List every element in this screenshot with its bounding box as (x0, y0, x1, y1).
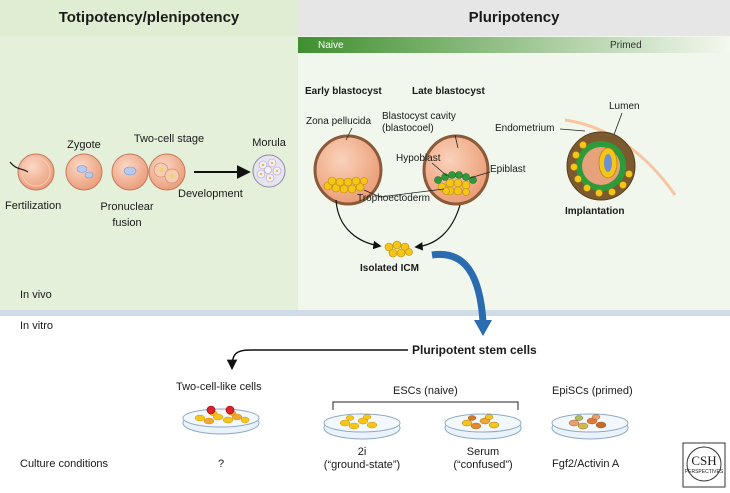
in-vivo-in-vitro-divider (0, 310, 730, 316)
unknown-condition-label: ? (217, 458, 225, 470)
two-cell-like-label: Two-cell-like cells (176, 381, 262, 393)
episcs-label: EpiSCs (primed) (552, 385, 633, 397)
pluripotency-header-bar (298, 0, 730, 36)
epiblast-label: Epiblast (490, 164, 526, 175)
naive-label: Naive (318, 40, 344, 51)
early-blastocyst-label: Early blastocyst (305, 86, 382, 97)
esc-bracket (332, 401, 519, 410)
zygote-label: Zygote (67, 139, 101, 151)
totipotency-header: Totipotency/plenipotency (58, 9, 240, 26)
csh-logo-text: CSH (691, 453, 717, 468)
totipotency-panel (0, 0, 298, 310)
blastocyst-cavity-label: Blastocyst cavity (blastocoel) (382, 111, 456, 134)
lumen-label: Lumen (609, 101, 640, 112)
dish-episcs (551, 413, 629, 440)
zygote-cell (65, 153, 103, 191)
pluripotency-header: Pluripotency (468, 9, 560, 26)
fertilization-egg (9, 153, 55, 191)
implantation-label: Implantation (565, 206, 625, 217)
morula (252, 154, 286, 188)
stem-to-two-cell-like-arrow (226, 349, 408, 371)
in-vitro-label: In vitro (20, 320, 54, 332)
pronuclear-fusion-cell (111, 153, 149, 191)
late-to-icm-arrow (414, 204, 461, 251)
morula-label: Morula (252, 137, 286, 149)
pronuclear-fusion-label: Pronuclear fusion (100, 201, 154, 229)
implantation-embryo (564, 118, 677, 201)
isolated-icm-cluster (384, 240, 413, 258)
totipotency-header-bar (0, 0, 298, 36)
culture-conditions-label: Culture conditions (20, 458, 109, 470)
dish-2i (323, 413, 401, 440)
trophoectoderm-label: Trophoectoderm (357, 193, 430, 204)
2i-condition-label: 2i (“ground-state”) (323, 446, 401, 471)
hypoblast-label: Hypoblast (396, 153, 441, 164)
development-label: Development (178, 188, 243, 200)
naive-primed-gradient-bar (298, 37, 730, 53)
escs-label: ESCs (naive) (393, 385, 458, 397)
isolated-icm-label: Isolated ICM (360, 263, 419, 274)
dish-two-cell-like (182, 405, 260, 435)
blue-derivation-arrow (431, 250, 487, 323)
fertilization-label: Fertilization (5, 200, 62, 212)
csh-logo-subtext: PERSPECTIVES (684, 469, 724, 475)
csh-logo-ring (686, 446, 722, 482)
early-blastocyst (313, 134, 383, 206)
in-vivo-label: In vivo (20, 289, 52, 301)
primed-label: Primed (610, 40, 642, 51)
pluripotent-stem-cells-label: Pluripotent stem cells (412, 343, 537, 357)
zona-pellucida-label: Zona pellucida (306, 116, 372, 127)
endometrium-label: Endometrium (495, 123, 555, 134)
two-cell-stage-label: Two-cell stage (133, 133, 205, 145)
dish-serum (444, 413, 522, 440)
early-to-icm-arrow (335, 199, 382, 250)
blue-arrowhead (474, 320, 492, 336)
fgf2-activin-label: Fgf2/Activin A (552, 458, 620, 470)
csh-logo-frame (682, 442, 726, 488)
two-cell-embryo (148, 153, 186, 191)
late-blastocyst (422, 134, 490, 206)
serum-condition-label: Serum (“confused”) (453, 446, 513, 471)
late-blastocyst-label: Late blastocyst (412, 86, 485, 97)
